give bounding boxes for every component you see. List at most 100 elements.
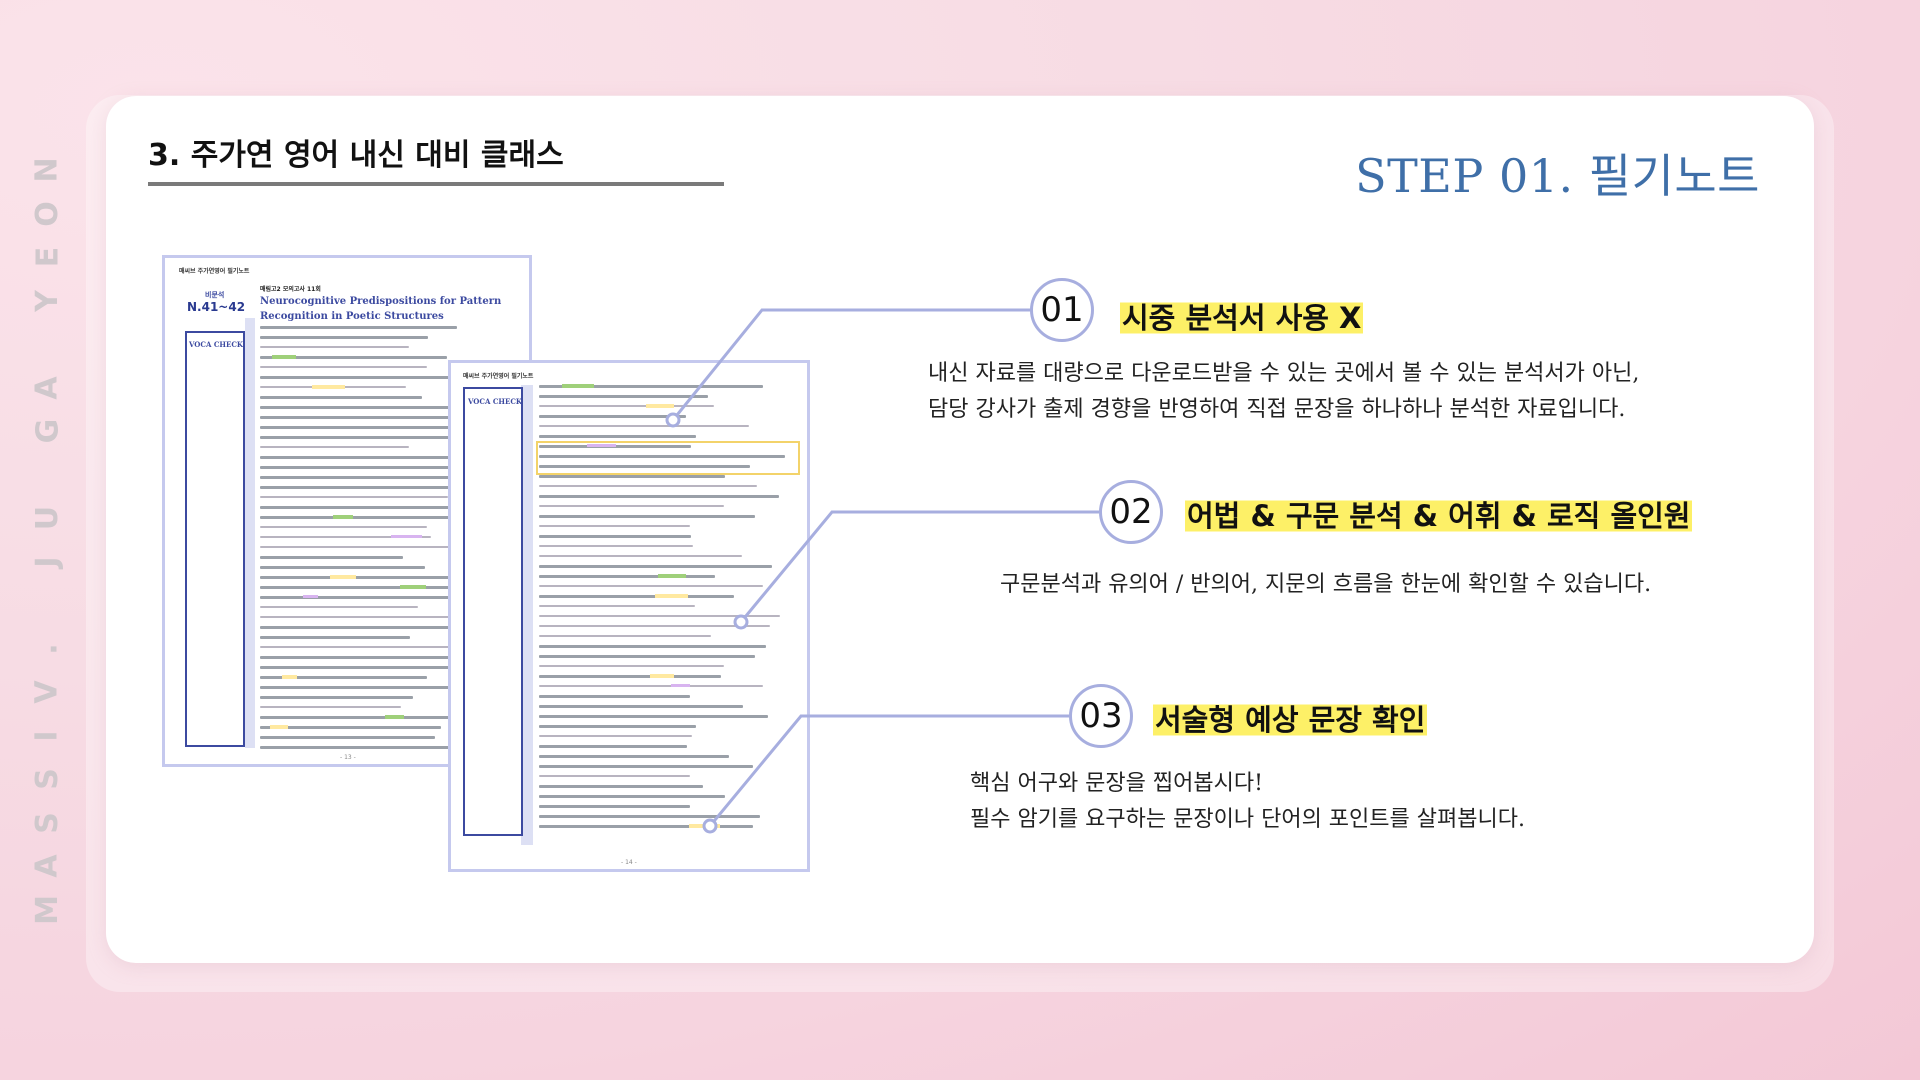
feature-01-desc-line1: 내신 자료를 대량으로 다운로드받을 수 있는 곳에서 볼 수 있는 분석서가 … (928, 361, 1640, 386)
page-header: 매씨브 주가연영어 필기노트 (179, 268, 250, 275)
page-number: - 13 - (340, 754, 356, 761)
voca-label: VOCA CHECK (189, 340, 244, 349)
text-line (539, 795, 726, 798)
text-line (260, 396, 422, 399)
text-line (539, 505, 724, 507)
text-line (539, 595, 735, 598)
connector-03-dot (702, 818, 718, 834)
text-line (539, 495, 779, 498)
text-line (260, 516, 458, 519)
page-number: - 14 - (621, 859, 637, 866)
feature-03-desc: 핵심 어구와 문장을 찝어봅시다! 필수 암기를 요구하는 문장이나 단어의 포… (970, 766, 1525, 838)
text-line (539, 705, 744, 708)
text-line (539, 485, 757, 487)
exam-label: 매림고2 모의고사 11회 (260, 286, 321, 293)
text-line (539, 755, 730, 758)
text-line (539, 475, 725, 478)
text-line (539, 745, 687, 748)
text-line (539, 675, 722, 678)
page-header: 매씨브 주가연영어 필기노트 (463, 373, 534, 380)
text-highlight (333, 515, 353, 519)
text-line (260, 546, 486, 548)
title-block: 3. 주가연 영어 내신 대비 클래스 (148, 130, 724, 186)
text-highlight (384, 715, 404, 719)
text-line (260, 696, 413, 699)
text-line (539, 435, 696, 438)
question-number: N.41~42 (187, 300, 246, 314)
text-line (260, 626, 496, 629)
text-line (260, 636, 410, 639)
text-line (539, 825, 753, 828)
text-line (260, 486, 452, 489)
text-highlight (330, 575, 356, 579)
text-line (539, 455, 785, 458)
text-line (539, 525, 690, 527)
text-line (539, 665, 724, 667)
text-line (260, 456, 502, 459)
text-line (539, 785, 703, 788)
connector-02-dot (733, 614, 749, 630)
feature-03-desc-line1: 핵심 어구와 문장을 찝어봅시다! (970, 771, 1263, 796)
text-line (260, 446, 410, 448)
text-highlight (303, 595, 318, 598)
text-line (539, 425, 749, 427)
text-line (539, 395, 709, 398)
text-line (260, 586, 451, 589)
text-line (539, 775, 690, 777)
feature-03-number: 03 (1069, 684, 1133, 748)
text-line (260, 736, 436, 739)
feature-02-number: 02 (1099, 480, 1163, 544)
text-line (260, 506, 510, 509)
text-highlight (586, 444, 617, 447)
text-line (539, 735, 692, 737)
text-highlight (311, 385, 345, 389)
voca-column (463, 387, 523, 836)
text-line (539, 655, 755, 658)
text-line (539, 645, 767, 648)
text-line (539, 715, 768, 718)
text-line (260, 726, 442, 729)
text-line (260, 336, 429, 339)
voca-label: VOCA CHECK (468, 397, 523, 406)
text-line (539, 535, 692, 538)
text-line (539, 695, 690, 698)
voca-column (185, 331, 245, 747)
text-highlight (658, 574, 687, 578)
text-line (260, 556, 403, 559)
feature-01-number: 01 (1030, 278, 1094, 342)
text-line (260, 346, 410, 348)
text-line (539, 465, 751, 468)
text-line (539, 515, 755, 518)
text-line (260, 656, 457, 659)
text-line (260, 666, 457, 669)
title-underline (148, 182, 724, 186)
sub-tag: 비문석 (205, 291, 225, 299)
text-line (260, 606, 418, 608)
text-line (260, 496, 448, 498)
connector-01 (671, 308, 1031, 421)
text-line (260, 416, 514, 419)
text-highlight (270, 725, 289, 729)
text-line (539, 405, 714, 407)
text-line (539, 615, 781, 617)
text-line (539, 765, 753, 768)
text-line (260, 366, 428, 368)
feature-01-title: 시중 분석서 사용 X (1120, 295, 1364, 337)
highlight-box (536, 441, 800, 475)
text-line (260, 596, 455, 599)
text-line (260, 526, 428, 528)
text-line (260, 466, 470, 469)
text-line (260, 326, 457, 329)
text-highlight (649, 674, 675, 678)
connector-02 (739, 510, 1099, 623)
step-title: STEP 01. 필기노트 (1355, 149, 1760, 203)
feature-03-title: 서술형 예상 문장 확인 (1153, 697, 1428, 739)
text-highlight (655, 594, 688, 598)
text-line (260, 576, 485, 579)
text-line (539, 585, 764, 587)
text-line (260, 716, 486, 719)
text-line (539, 625, 770, 627)
text-highlight (646, 404, 675, 408)
text-line (539, 555, 742, 557)
text-line (260, 706, 402, 708)
